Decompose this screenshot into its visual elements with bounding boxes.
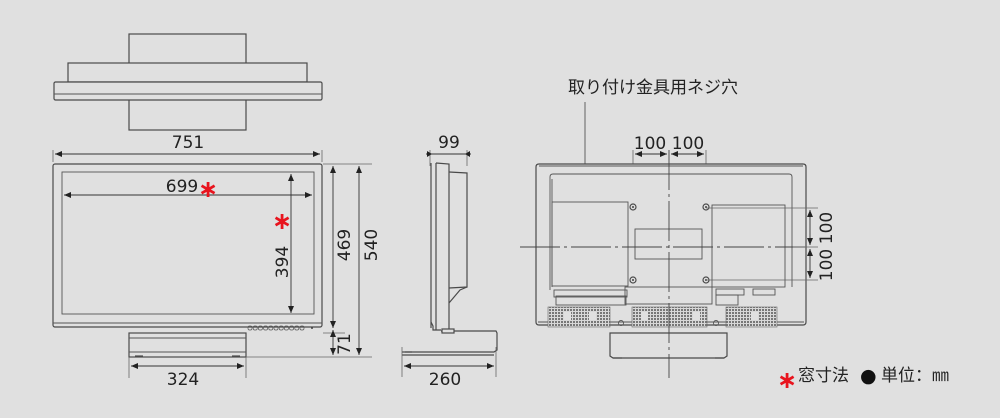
front-bezel (52, 163, 323, 328)
front-button-icon (263, 325, 268, 331)
top-back-housing (67, 62, 308, 83)
stand-width-label: 324 (167, 370, 199, 390)
vesa-h-right-label: 100 (672, 134, 704, 154)
window-size-star-mark: ∗ (198, 175, 218, 203)
front-button-icon (258, 325, 263, 331)
front-view: 751 699 ∗ 394 ∗ 324 469 540 (52, 133, 382, 390)
front-button-icon (284, 325, 289, 331)
front-button-icon (294, 325, 300, 331)
front-button-icon (289, 325, 294, 331)
legend-window-size-label: 窓寸法 (798, 366, 849, 386)
front-screen (61, 171, 315, 315)
legend-unit-label: 単位：㎜ (881, 366, 949, 386)
rear-right-panel (711, 204, 786, 288)
rear-left-panel (551, 201, 629, 287)
total-height-label: 540 (362, 229, 382, 261)
screw-hole-icon (629, 276, 637, 284)
front-button-icon (273, 325, 279, 331)
stand-height-label: 71 (335, 333, 355, 355)
rear-center-label-area (634, 228, 703, 260)
mount-screw-hole-label: 取り付け金具用ネジ穴 (568, 78, 738, 98)
front-button-icon (252, 325, 258, 331)
rear-vent-grilles (547, 306, 778, 328)
vesa-screw-holes (629, 203, 710, 284)
body-height-label: 469 (335, 229, 355, 261)
legend-star-icon: ∗ (777, 366, 797, 394)
rear-view: 取り付け金具用ネジ穴 100 100 (520, 78, 837, 378)
screw-hole-icon (702, 203, 710, 211)
rear-housing (535, 163, 807, 326)
width-dimension-label: 751 (172, 133, 204, 153)
top-bezel (53, 81, 323, 101)
front-button-icon (268, 325, 274, 331)
front-button-icon (247, 325, 253, 331)
vesa-v-top-label: 100 (817, 212, 837, 244)
depth-label: 99 (438, 133, 460, 153)
top-view (53, 33, 323, 131)
window-size-star-mark: ∗ (272, 207, 292, 235)
legend-unit-bullet-icon: ● (860, 365, 877, 387)
side-view: 99 260 (401, 133, 498, 390)
legend: ∗ 窓寸法 ● 単位：㎜ (777, 365, 949, 394)
vesa-v-bottom-label: 100 (817, 249, 837, 281)
screw-hole-icon (629, 203, 637, 211)
front-button-icon (299, 325, 305, 331)
front-stand-base (128, 332, 247, 358)
front-button-icon (278, 325, 284, 331)
screen-width-label: 699 (166, 177, 198, 197)
vesa-h-left-label: 100 (634, 134, 666, 154)
rear-stand (609, 332, 728, 359)
stand-depth-label: 260 (429, 370, 461, 390)
screen-height-label: 394 (273, 246, 293, 278)
front-control-buttons (247, 325, 305, 331)
